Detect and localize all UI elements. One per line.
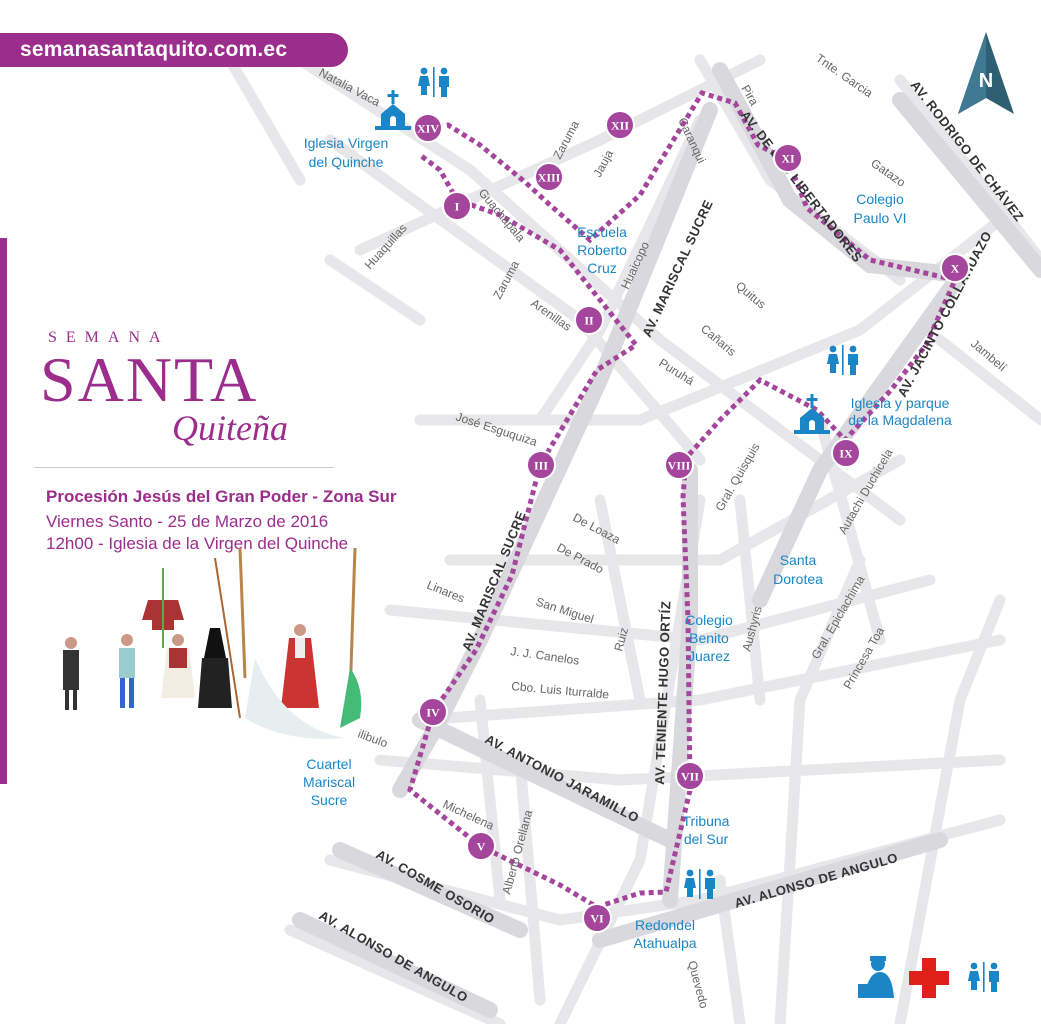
- station-marker-v: V: [466, 831, 496, 861]
- station-marker-x: X: [940, 253, 970, 283]
- logo-divider: [34, 467, 334, 468]
- north-arrow-icon: N: [958, 32, 1014, 114]
- station-label: X: [951, 262, 960, 276]
- street-jj-canelos: J. J. Canelos: [510, 644, 581, 668]
- logo-quitena: Quiteña: [172, 408, 288, 448]
- website-banner: semanasantaquito.com.ec: [0, 33, 348, 67]
- logo-semana: SEMANA: [48, 329, 170, 346]
- station-label: IV: [426, 706, 440, 720]
- station-marker-xi: XI: [773, 143, 803, 173]
- avenue-libertadores: AV. DE LOS LIBERTADORES: [738, 108, 866, 266]
- station-circle: [831, 438, 861, 468]
- station-circle: [940, 253, 970, 283]
- north-label: N: [979, 70, 993, 92]
- station-marker-ix: IX: [831, 438, 861, 468]
- station-marker-i: I: [442, 191, 472, 221]
- event-title: Procesión Jesús del Gran Poder - Zona Su…: [46, 487, 397, 506]
- station-label: XIV: [417, 122, 439, 136]
- street-linares: Linares: [425, 578, 467, 606]
- street-ruiz: Ruiz: [611, 626, 631, 653]
- station-label: XI: [781, 152, 795, 166]
- station-circle: [574, 305, 604, 335]
- police-icon: [858, 956, 894, 998]
- event-date: Viernes Santo - 25 de Marzo de 2016: [46, 512, 329, 531]
- station-label: XII: [611, 119, 629, 133]
- station-circle: [466, 831, 496, 861]
- event-info: Procesión Jesús del Gran Poder - Zona Su…: [46, 487, 396, 555]
- station-circle: [675, 761, 705, 791]
- restroom-icon: [418, 67, 449, 97]
- avenue-hugo-ortiz: AV. TENIENTE HUGO ORTÍZ: [652, 601, 673, 786]
- station-label: II: [584, 314, 594, 328]
- street-quevedo: Quevedo: [685, 959, 711, 1010]
- semana-santa-logo: SEMANA SANTA Quiteña: [34, 325, 340, 475]
- logo-santa: SANTA: [40, 344, 259, 415]
- station-marker-iv: IV: [418, 697, 448, 727]
- station-circle: [664, 450, 694, 480]
- station-circle: [582, 903, 612, 933]
- station-circle: [526, 450, 556, 480]
- procession-figures-illustration: [63, 548, 362, 739]
- station-circle: [773, 143, 803, 173]
- street-jauja: Jauja: [590, 147, 616, 179]
- station-label: XIII: [538, 171, 561, 185]
- station-marker-xiv: XIV: [413, 113, 443, 143]
- station-circle: [605, 110, 635, 140]
- street-canaris: Cañaris: [698, 322, 739, 359]
- station-marker-vi: VI: [582, 903, 612, 933]
- street-princesa-toa: Princesa Toa: [840, 624, 887, 691]
- station-label: VIII: [668, 459, 691, 473]
- avenue-mariscal-sucre-south: AV. MARISCAL SUCRE: [459, 509, 529, 653]
- street-gatazo: Gatazo: [868, 156, 908, 190]
- services-legend: [858, 956, 999, 998]
- station-circle: [442, 191, 472, 221]
- station-marker-xii: XII: [605, 110, 635, 140]
- station-marker-viii: VIII: [664, 450, 694, 480]
- station-label: I: [455, 200, 460, 214]
- station-label: VII: [681, 770, 699, 784]
- restroom-icon: [684, 869, 715, 899]
- street-tnte-garcia: Tnte. Garcia: [813, 51, 875, 101]
- station-label: IX: [839, 447, 853, 461]
- station-label: V: [477, 840, 486, 854]
- station-marker-ii: II: [574, 305, 604, 335]
- event-time: 12h00 - Iglesia de la Virgen del Quinche: [46, 534, 349, 553]
- station-marker-vii: VII: [675, 761, 705, 791]
- street-de-loaza: De Loaza: [571, 510, 623, 547]
- side-accent-bar: [0, 238, 7, 784]
- station-circle: [534, 162, 564, 192]
- station-label: VI: [590, 912, 604, 926]
- station-circle: [418, 697, 448, 727]
- street-cbo-iturralde: Cbo. Luis Iturralde: [511, 679, 610, 702]
- restroom-icon: [827, 345, 858, 375]
- street-natalia-vaca: Natalia Vaca: [317, 65, 383, 109]
- restroom-icon: [968, 962, 999, 992]
- station-circle: [413, 113, 443, 143]
- station-marker-iii: III: [526, 450, 556, 480]
- street-quitus: Quitus: [733, 279, 769, 312]
- red-cross-icon: [909, 958, 949, 998]
- station-label: III: [534, 459, 548, 473]
- station-marker-xiii: XIII: [534, 162, 564, 192]
